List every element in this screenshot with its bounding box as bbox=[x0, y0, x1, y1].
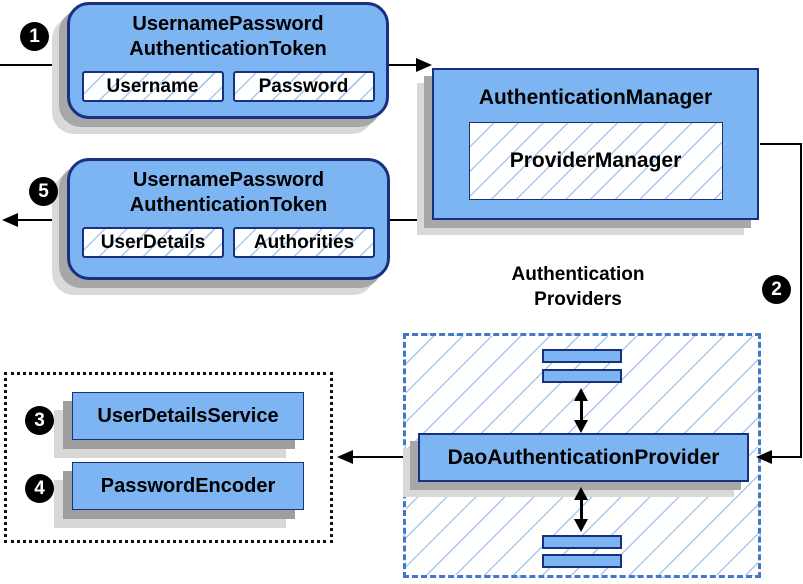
double-arrow-top bbox=[573, 388, 589, 433]
authentication-providers-label-line1: Authentication bbox=[511, 264, 645, 285]
request-token-box: UsernamePassword AuthenticationToken Use… bbox=[67, 2, 389, 119]
arrowhead-token-to-manager bbox=[416, 58, 432, 72]
request-token-title-line2: AuthenticationToken bbox=[129, 38, 327, 60]
flow-line-step5-out bbox=[16, 219, 68, 221]
double-arrow-top-down-head bbox=[574, 420, 588, 433]
flow-line-step1-in bbox=[0, 64, 68, 66]
password-encoder-box: PasswordEncoder bbox=[72, 462, 304, 510]
flow-line-token-to-manager bbox=[389, 64, 417, 66]
provider-stub-bottom-2 bbox=[542, 554, 622, 568]
step-badge-4: 4 bbox=[25, 474, 54, 503]
response-token-title-line1: UsernamePassword bbox=[132, 169, 325, 191]
authentication-manager-title: AuthenticationManager bbox=[478, 86, 713, 109]
double-arrow-bottom-up-head bbox=[574, 487, 588, 500]
arrowhead-dao-to-services bbox=[337, 450, 353, 464]
double-arrow-bottom-line bbox=[579, 500, 583, 519]
flow-line-dao-to-services bbox=[353, 456, 419, 458]
response-token-title-line2: AuthenticationToken bbox=[129, 194, 328, 216]
user-details-service-box: UserDetailsService bbox=[72, 392, 304, 440]
provider-stub-bottom-1 bbox=[542, 535, 622, 549]
field-authorities: Authorities bbox=[233, 227, 375, 258]
flow-line-step2-bottom bbox=[771, 456, 802, 458]
response-token-title: UsernamePassword AuthenticationToken bbox=[70, 168, 387, 218]
authentication-providers-label-line2: Providers bbox=[534, 289, 622, 310]
field-username: Username bbox=[81, 71, 224, 102]
request-token-title: UsernamePassword AuthenticationToken bbox=[70, 12, 386, 62]
step-badge-2: 2 bbox=[762, 275, 791, 304]
step-badge-5: 5 bbox=[29, 177, 58, 206]
authentication-providers-label: Authentication Providers bbox=[478, 262, 678, 312]
request-token-title-line1: UsernamePassword bbox=[132, 13, 324, 35]
flow-line-manager-to-response bbox=[390, 219, 433, 221]
provider-manager-box: ProviderManager bbox=[468, 122, 723, 200]
field-password: Password bbox=[232, 71, 375, 102]
provider-stub-top-1 bbox=[542, 349, 622, 363]
double-arrow-top-up-head bbox=[574, 388, 588, 401]
authentication-manager-box: AuthenticationManager ProviderManager bbox=[432, 68, 759, 220]
step-badge-3: 3 bbox=[25, 406, 54, 435]
flow-line-step2-vertical bbox=[800, 144, 802, 458]
request-token-fields: Username Password bbox=[70, 71, 386, 102]
dao-authentication-provider-box: DaoAuthenticationProvider bbox=[418, 433, 749, 482]
field-userdetails: UserDetails bbox=[82, 227, 224, 258]
response-token-fields: UserDetails Authorities bbox=[70, 227, 387, 258]
double-arrow-bottom bbox=[573, 487, 589, 532]
arrowhead-step2-to-dao bbox=[756, 450, 772, 464]
arrowhead-step5-out bbox=[2, 213, 18, 227]
double-arrow-bottom-down-head bbox=[574, 519, 588, 532]
response-token-box: UsernamePassword AuthenticationToken Use… bbox=[67, 158, 390, 280]
flow-line-step2-top bbox=[760, 143, 802, 145]
provider-stub-top-2 bbox=[542, 369, 622, 383]
double-arrow-top-line bbox=[579, 401, 583, 420]
step-badge-1: 1 bbox=[20, 22, 49, 51]
